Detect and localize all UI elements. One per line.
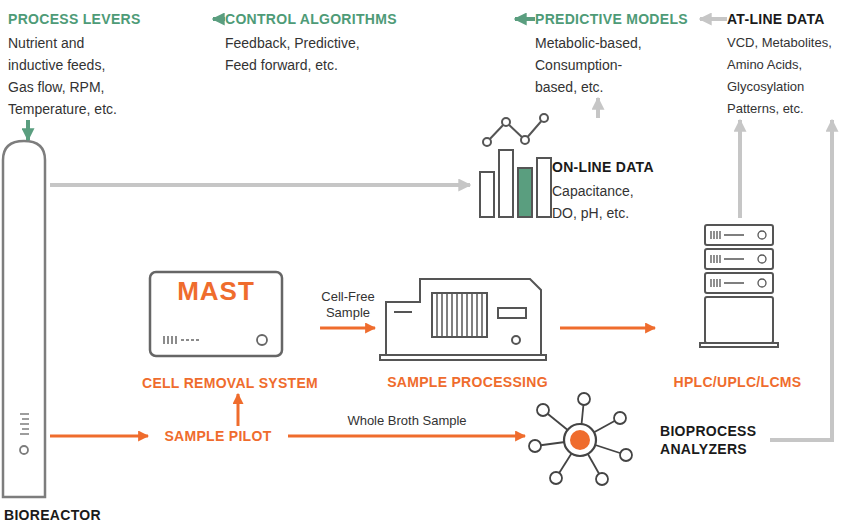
node-heading: MAST xyxy=(150,276,282,306)
hplc-uplc-lcms: HPLC/UPLC/LCMS xyxy=(655,218,820,393)
node-heading: CONTROL ALGORITHMS xyxy=(225,10,515,28)
connector-arrow xyxy=(237,394,240,426)
bioreactor-vessel xyxy=(3,141,45,497)
node-text: Capacitance, DO, pH, etc. xyxy=(552,180,652,224)
predictive-models-block: PREDICTIVE MODELS Metabolic-based, Consum… xyxy=(535,10,700,98)
at-line-data-block: AT-LINE DATA VCD, Metabolites, Amino Acid… xyxy=(727,10,847,120)
connector-arrow xyxy=(288,435,525,438)
node-text: Feedback, Predictive, Feed forward, etc. xyxy=(225,32,375,76)
sample-pilot: SAMPLE PILOT xyxy=(148,426,288,446)
cell-removal-device xyxy=(150,272,282,356)
on-line-data-block: ON-LINE DATA Capacitance, DO, pH, etc. xyxy=(470,118,685,226)
node-heading: PREDICTIVE MODELS xyxy=(535,10,700,28)
connector-arrow xyxy=(26,120,30,140)
connector-arrow xyxy=(213,17,225,21)
node-heading: ON-LINE DATA xyxy=(552,158,654,176)
cell-removal-system: MAST CELL REMOVAL SYSTEM xyxy=(140,262,320,394)
edge-label: Cell-Free Sample xyxy=(311,288,385,322)
control-algorithms-block: CONTROL ALGORITHMS Feedback, Predictive, … xyxy=(225,10,515,76)
node-text: Metabolic-based, Consumption-based, etc. xyxy=(535,32,660,98)
chart-icon xyxy=(480,114,551,217)
node-text: VCD, Metabolites, Amino Acids, Glycosyla… xyxy=(727,32,845,120)
node-heading: SAMPLE PROCESSING xyxy=(375,373,560,391)
edge-label: Whole Broth Sample xyxy=(325,412,489,430)
node-heading: AT-LINE DATA xyxy=(727,10,847,28)
connector-arrow xyxy=(560,327,655,330)
connector-arrow xyxy=(515,17,535,21)
process-levers-block: PROCESS LEVERS Nutrient and inductive fee… xyxy=(8,10,213,120)
bioreactor: BIOREACTOR xyxy=(0,140,50,500)
node-heading: HPLC/UPLC/LCMS xyxy=(655,373,820,391)
connector-arrow xyxy=(738,120,742,218)
node-heading: PROCESS LEVERS xyxy=(8,10,213,28)
connector-arrow xyxy=(770,120,832,440)
node-heading: SAMPLE PILOT xyxy=(148,427,288,445)
node-heading: BIOPROCESS ANALYZERS xyxy=(660,422,765,458)
connector-arrow xyxy=(50,183,470,187)
node-text: CELL REMOVAL SYSTEM xyxy=(140,374,320,392)
sample-processing-instrument xyxy=(380,279,546,360)
node-heading: BIOREACTOR xyxy=(4,506,101,524)
hplc-server-icon xyxy=(700,225,778,347)
connector-arrow xyxy=(596,98,600,118)
node-text: Nutrient and inductive feeds, Gas flow, … xyxy=(8,32,133,120)
connector-arrow xyxy=(320,327,375,330)
connector-arrow xyxy=(50,435,148,438)
bioprocess-analyzers: BIOPROCESS ANALYZERS xyxy=(525,400,770,485)
analyzer-network-icon xyxy=(529,393,632,485)
connector-arrow xyxy=(700,17,727,21)
sample-processing: SAMPLE PROCESSING xyxy=(375,265,560,393)
